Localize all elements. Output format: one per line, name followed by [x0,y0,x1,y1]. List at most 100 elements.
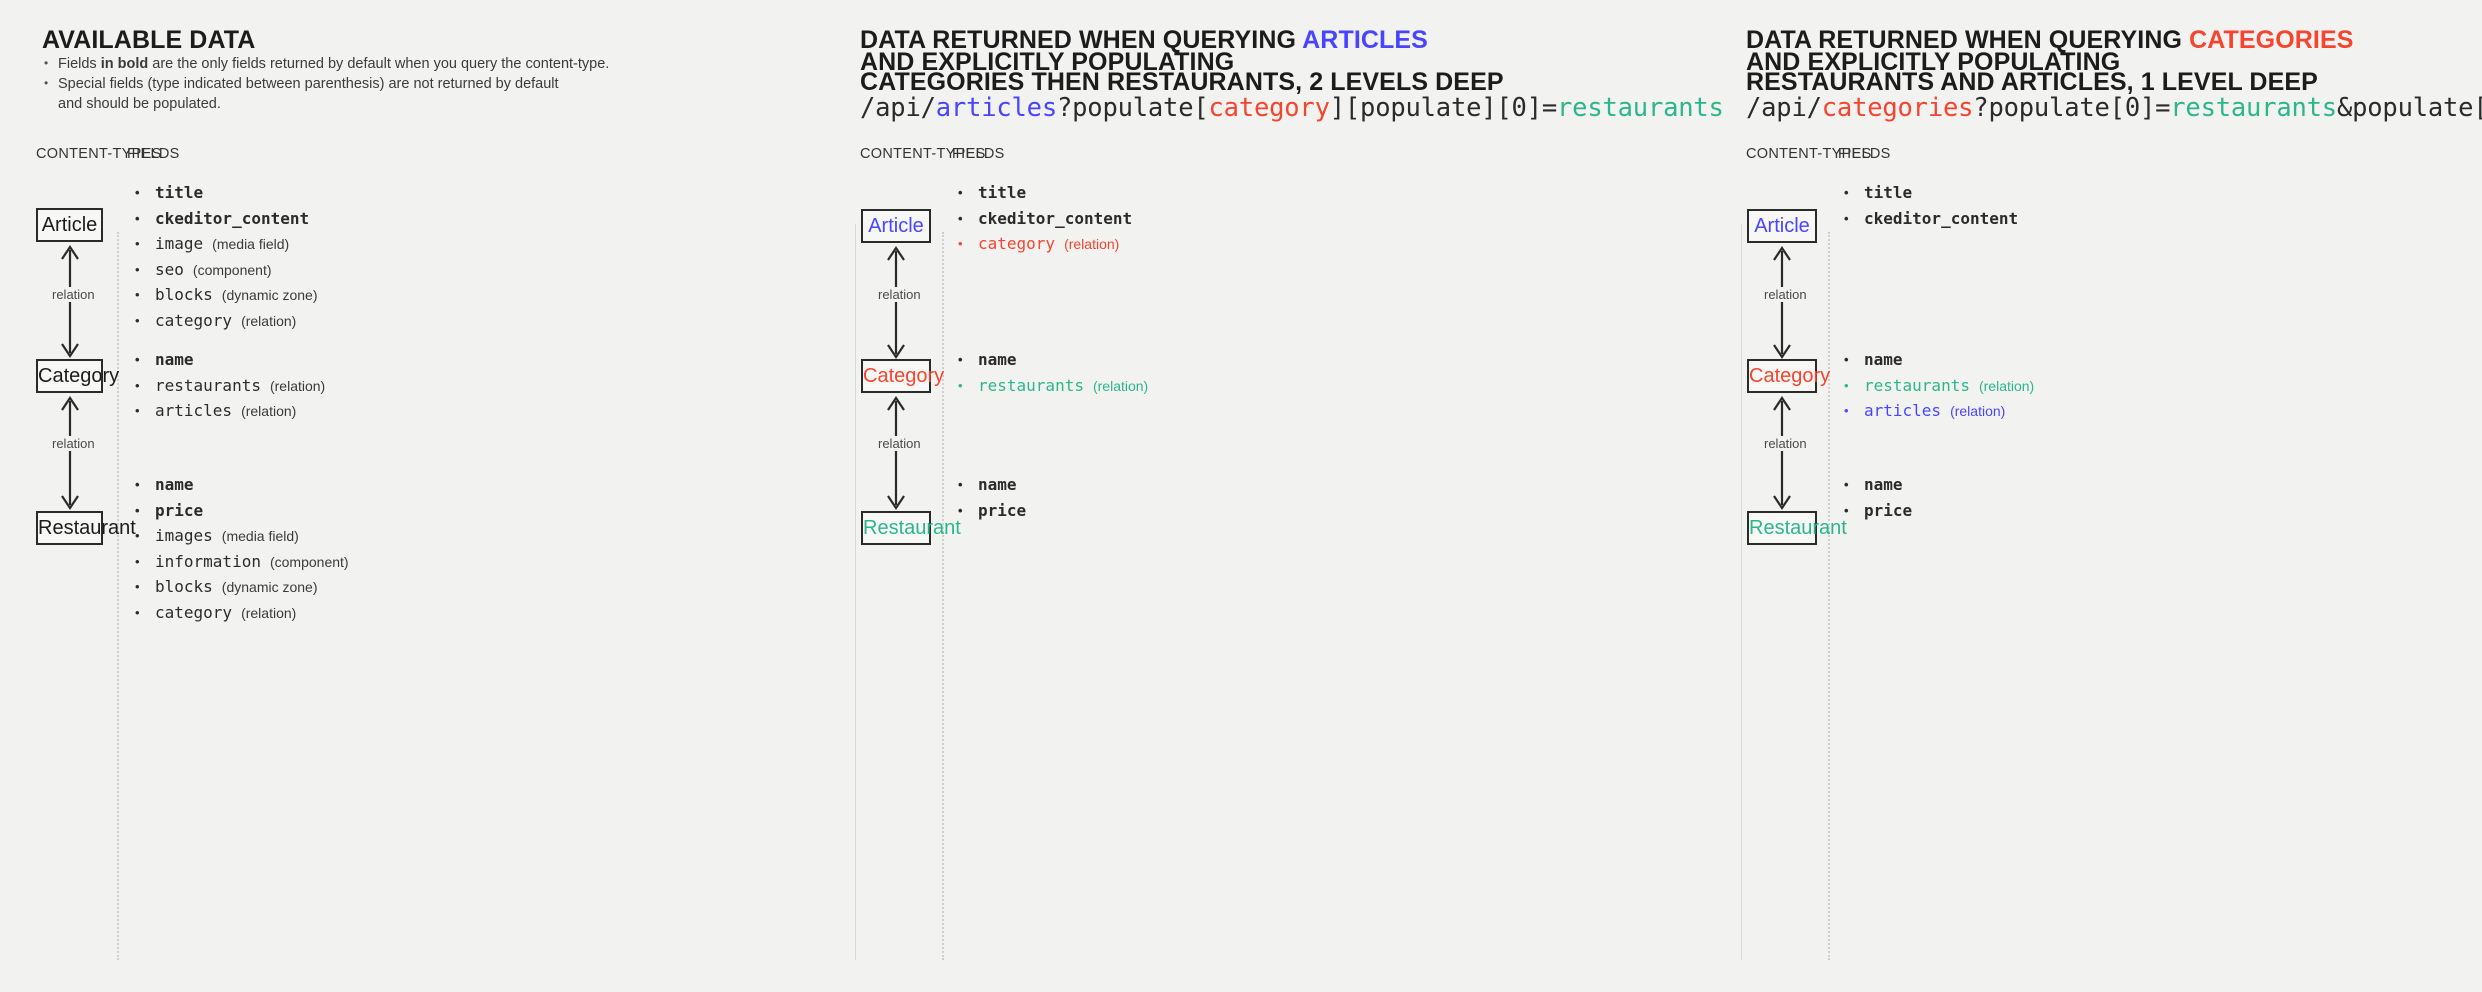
query-segment-0: /api/ [1746,93,1822,123]
field-item: articles (relation) [1842,398,2034,424]
field-name: price [155,500,204,520]
entity-box-article[interactable]: Article [36,208,103,242]
field-name: articles [1864,401,1942,420]
entity-box-category[interactable]: Category [1747,359,1830,393]
fieldlist-article: titleckeditor_contentimage(media field)s… [133,180,318,333]
entity-box-restaurant[interactable]: Restaurant [1747,511,1847,545]
field-item: price [133,498,349,524]
panel-2-label-content-types: CONTENT-TYPES [860,146,986,162]
field-name: ckeditor_content [978,208,1133,228]
relation-arrow-category-restaurant [881,395,911,511]
entity-box-restaurant[interactable]: Restaurant [861,511,961,545]
field-name: title [978,183,1027,202]
query-segment-0: /api/ [860,93,936,123]
query-segment-5: restaurants [1557,93,1724,123]
field-item: image(media field) [133,231,318,257]
field-item: ckeditor_content [1842,206,2018,232]
field-item: information(component) [133,549,349,575]
relation-label-2: relation [873,436,926,451]
field-item: name [1842,472,1912,498]
panel-3-label-fields: FIELDS [1838,146,1891,162]
fieldlist-article: title ckeditor_content category (relation) [956,180,1132,257]
relation-label-2: relation [47,436,100,451]
field-name: name [1864,350,1903,369]
field-name: ckeditor_content [1864,208,2019,228]
field-type: (relation) [241,403,297,419]
panel-2-dotted-divider [942,232,944,960]
relation-label-2: relation [1759,436,1812,451]
panel-3-label-content-types: CONTENT-TYPES [1746,146,1872,162]
field-name: category [155,310,233,330]
note-line-1: Fields in bold are the only fields retur… [42,53,609,74]
query-segment-3: restaurants [2170,93,2337,123]
fieldlist-category: namerestaurants (relation) [956,347,1148,398]
field-item: ckeditor_content [133,206,318,232]
query-segment-3: category [1208,93,1330,123]
field-item: ckeditor_content [956,206,1132,232]
field-type: (relation) [1092,377,1149,394]
panel-2-title-line-2: AND EXPLICITLY POPULATING [860,48,1235,76]
entity-box-restaurant[interactable]: Restaurant [36,511,136,545]
panel-1-label-content-types: CONTENT-TYPES [36,146,162,162]
panel-2-title-line-1: DATA RETURNED WHEN QUERYING ARTICLES [860,26,1428,54]
field-item: name [956,347,1148,373]
entity-box-article[interactable]: Article [861,209,931,243]
field-item: restaurants (relation) [1842,373,2034,399]
field-type: (media field) [221,528,299,544]
query-segment-1: categories [1821,93,1974,123]
field-name: category [155,602,233,622]
field-type: (relation) [269,377,326,394]
field-name: articles [155,401,233,420]
entity-box-article[interactable]: Article [1747,209,1817,243]
field-item: title [956,180,1132,206]
field-item: seo (component) [133,257,318,283]
panel-2-label-fields: FIELDS [952,146,1005,162]
entity-box-category[interactable]: Category [861,359,944,393]
panel-2-title-line-3: CATEGORIES THEN RESTAURANTS, 2 LEVELS DE… [860,68,1504,96]
fieldlist-restaurant: nameprice [1842,472,1912,523]
panel-separator-1 [855,224,856,960]
field-type: (relation) [1978,377,2035,394]
fieldlist-restaurant: nameprice [956,472,1026,523]
field-item: category (relation) [133,600,349,626]
field-name: blocks [155,577,213,596]
field-type: (relation) [1064,236,1120,252]
field-name: seo [155,259,184,279]
field-item: title [133,180,318,206]
field-item: category (relation) [956,231,1132,257]
panel-separator-2 [1741,224,1742,960]
field-item: restaurants (relation) [956,373,1148,399]
field-name: price [1864,500,1913,520]
relation-arrow-article-category [1767,245,1797,360]
field-name: restaurants [978,375,1084,395]
field-type: (relation) [241,312,297,329]
panel-3-dotted-divider [1828,232,1830,960]
field-type: (dynamic zone) [221,287,318,303]
entity-box-category[interactable]: Category [36,359,119,393]
query-segment-4: &populate[1]= [2336,93,2482,123]
panel-1-title-text: AVAILABLE DATA [42,26,256,54]
panel-3-title-line-2: AND EXPLICITLY POPULATING [1746,48,2121,76]
field-name: restaurants [1864,375,1970,395]
field-item: title [1842,180,2018,206]
query-segment-4: ][populate][0]= [1329,93,1558,123]
fieldlist-category: name restaurants (relation) articles (relati… [1842,347,2034,424]
field-type: (relation) [1950,403,2006,419]
relation-label-1: relation [1759,287,1812,302]
relation-label-1: relation [47,287,100,302]
relation-label-1: relation [873,287,926,302]
relation-arrow-category-restaurant [55,395,85,511]
field-name: images [155,526,213,545]
field-name: category [978,234,1056,253]
query-segment-2: ?populate[0]= [1973,93,2171,123]
field-item: blocks(dynamic zone) [133,574,349,600]
field-item: restaurants(relation) [133,373,325,399]
field-item: articles (relation) [133,398,325,424]
field-type: (component) [192,261,272,278]
note-line-2: Special fields (type indicated between p… [42,73,609,94]
field-name: image [155,234,204,253]
field-item: name [1842,347,2034,373]
field-type: (relation) [241,604,297,621]
panel-3-title-line-3: RESTAURANTS AND ARTICLES, 1 LEVEL DEEP [1746,68,2318,96]
field-item: price [1842,498,1912,524]
